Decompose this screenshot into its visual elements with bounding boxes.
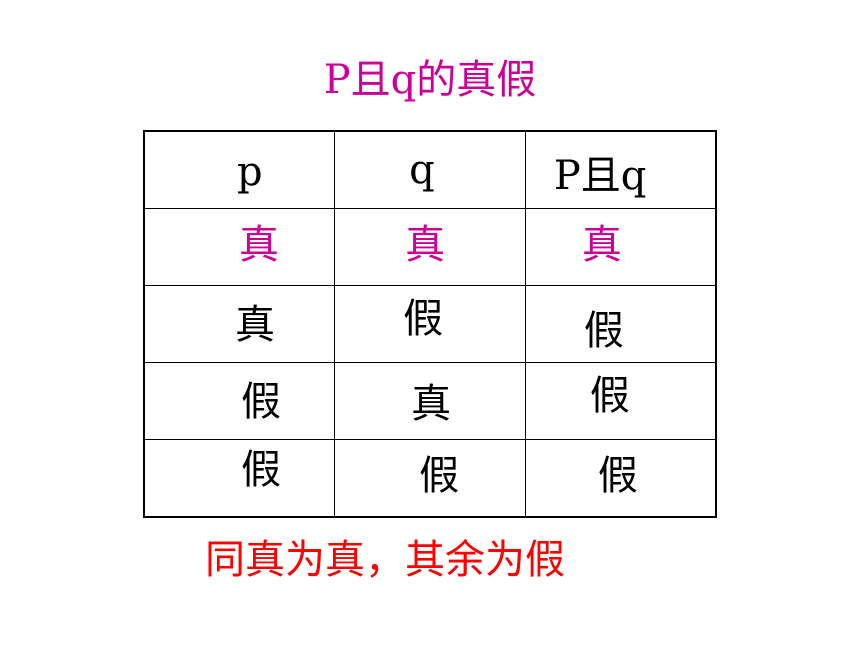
cell-value: 假	[589, 373, 630, 419]
table-header-cell: P且q	[524, 130, 717, 209]
cell-value: 假	[241, 447, 281, 493]
table-cell: 假	[143, 439, 336, 518]
table-header-cell: q	[334, 130, 526, 209]
cell-value: 假	[403, 296, 444, 342]
table-cell: 假	[334, 285, 526, 363]
truth-table: p q P且q 真 真 真 真 假 假 假	[143, 130, 717, 518]
cell-value: 真	[581, 222, 622, 268]
cell-value: 真	[235, 302, 275, 348]
table-cell: 假	[524, 439, 717, 518]
cell-value: 假	[419, 453, 460, 499]
conclusion-text: 同真为真，其余为假	[205, 537, 565, 583]
table-cell: 假	[334, 439, 526, 518]
header-p-and-q: P且q	[553, 153, 647, 199]
table-row: 真 假 假	[143, 285, 717, 363]
cell-value: 真	[405, 222, 446, 268]
table-cell: 真	[334, 208, 526, 286]
table-row: 假 假 假	[143, 439, 717, 518]
table-cell: 假	[143, 362, 336, 440]
cell-value: 真	[411, 381, 452, 427]
table-cell: 真	[143, 208, 336, 286]
table-cell: 真	[143, 285, 336, 363]
cell-value: 假	[241, 379, 281, 425]
header-q: q	[409, 147, 435, 193]
table-header-cell: p	[143, 130, 336, 209]
table-row: 假 真 假	[143, 362, 717, 440]
cell-value: 假	[583, 308, 624, 354]
table-header-row: p q P且q	[143, 130, 717, 209]
cell-value: 真	[239, 222, 279, 268]
slide-title: P且q的真假	[323, 57, 537, 103]
header-p: p	[237, 149, 263, 195]
table-cell: 假	[524, 285, 717, 363]
table-cell: 假	[524, 362, 717, 440]
table-cell: 真	[334, 362, 526, 440]
table-row: 真 真 真	[143, 208, 717, 286]
table-cell: 真	[524, 208, 717, 286]
cell-value: 假	[597, 453, 638, 499]
